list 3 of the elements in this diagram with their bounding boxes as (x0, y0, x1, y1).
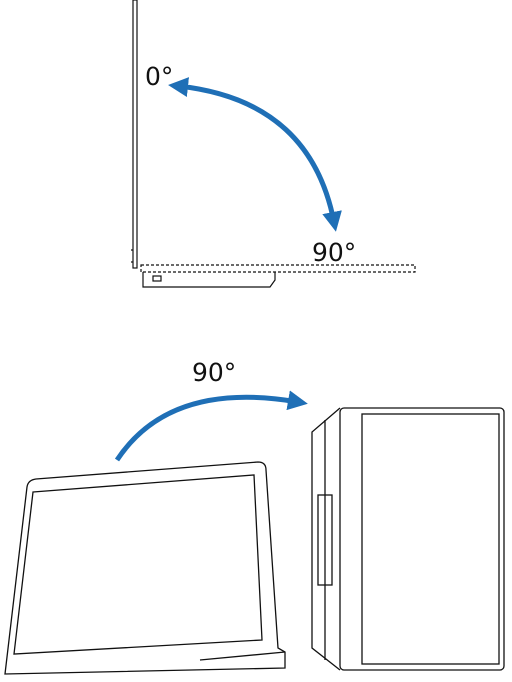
angle-label: 90° (192, 360, 236, 385)
angle-label: 0° (145, 64, 174, 89)
angle-label: 90° (312, 240, 356, 265)
